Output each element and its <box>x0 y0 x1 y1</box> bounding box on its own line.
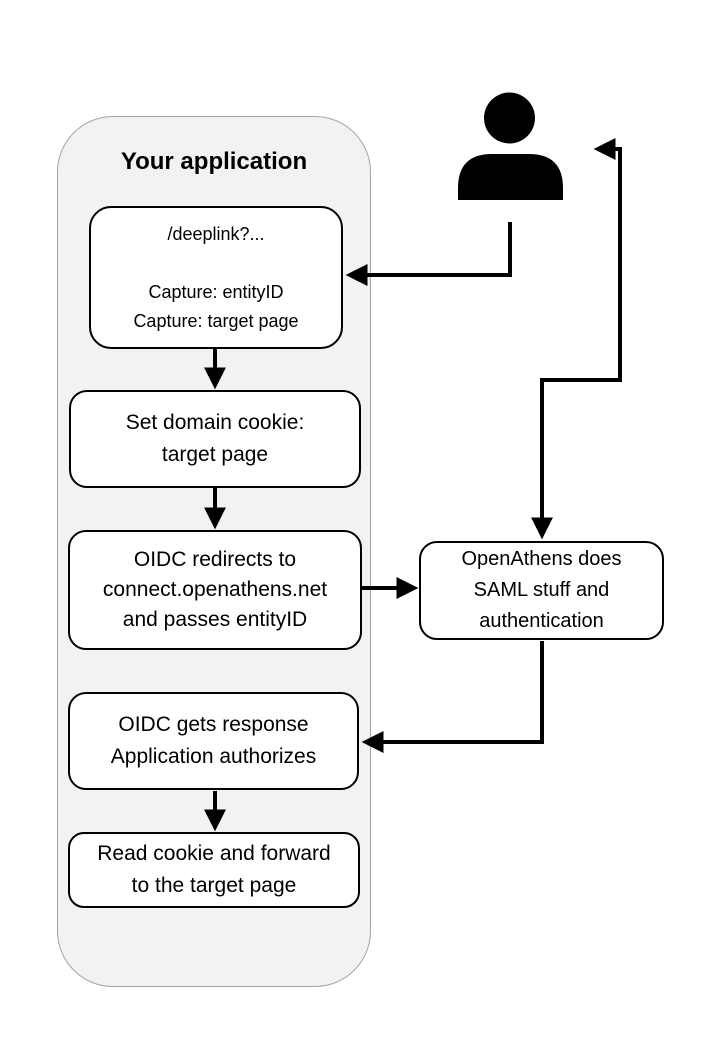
arrow-user-openathens-roundtrip <box>531 138 622 540</box>
read-cookie-label: Read cookie and forward to the target pa… <box>97 842 331 897</box>
arrow-user-to-deeplink <box>345 222 512 286</box>
openathens-box: OpenAthens does SAML stuff and authentic… <box>419 541 664 640</box>
oidc-response-label: OIDC gets response Application authorize… <box>110 713 317 768</box>
deeplink-box-label: /deeplink?... Capture: entityID Capture:… <box>133 223 299 331</box>
set-domain-cookie-box: Set domain cookie: target page <box>69 390 361 488</box>
oidc-response-box: OIDC gets response Application authorize… <box>68 692 359 790</box>
oidc-redirect-label: OIDC redirects to connect.openathens.net… <box>102 548 328 631</box>
read-cookie-box: Read cookie and forward to the target pa… <box>68 832 360 908</box>
application-title: Your application <box>120 148 308 175</box>
arrow-openathens-to-response <box>361 641 544 753</box>
oidc-redirect-box: OIDC redirects to connect.openathens.net… <box>68 530 362 650</box>
person-icon <box>458 92 563 200</box>
openathens-label: OpenAthens does SAML stuff and authentic… <box>461 548 622 632</box>
set-domain-cookie-label: Set domain cookie: target page <box>125 411 305 466</box>
deeplink-box: /deeplink?... Capture: entityID Capture:… <box>89 206 343 349</box>
